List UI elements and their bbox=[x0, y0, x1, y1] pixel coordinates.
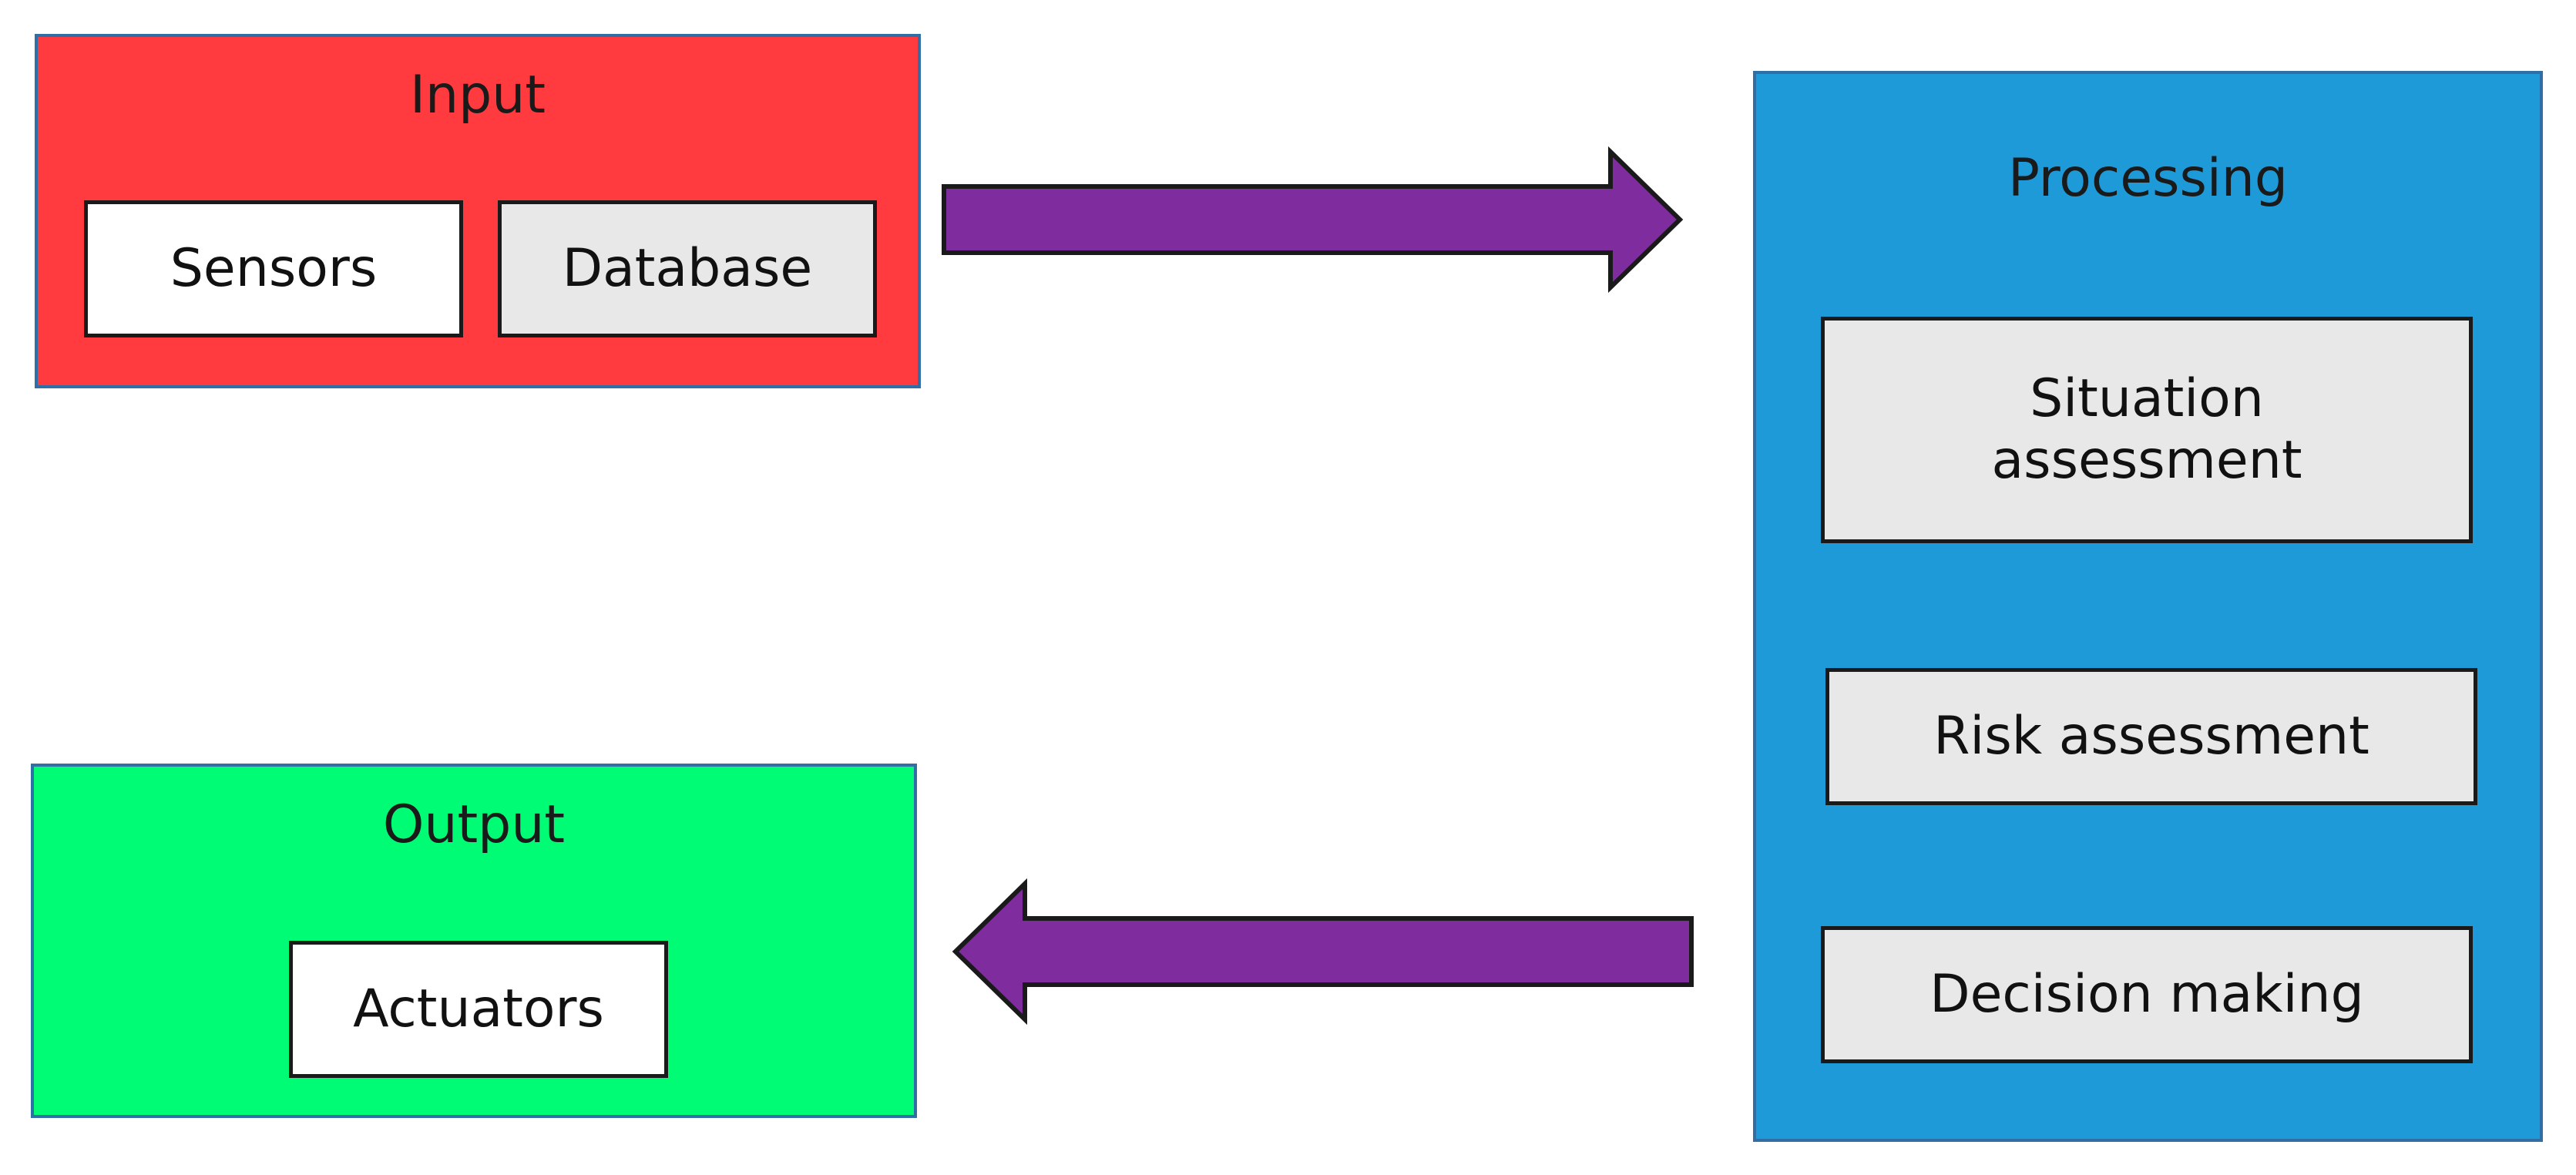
actuators-node: Actuators bbox=[289, 941, 668, 1078]
decision-making-node: Decision making bbox=[1821, 926, 2473, 1063]
output-panel-title: Output bbox=[382, 794, 566, 855]
sensors-label: Sensors bbox=[170, 237, 378, 299]
processing-panel: Processing Situation assessment Risk ass… bbox=[1753, 71, 2543, 1142]
arrow-left bbox=[952, 878, 1694, 1026]
risk-assessment-node: Risk assessment bbox=[1825, 668, 2477, 805]
input-panel: Input Sensors Database bbox=[35, 34, 921, 388]
actuators-label: Actuators bbox=[353, 978, 604, 1039]
arrow-left-shape bbox=[952, 878, 1694, 1026]
arrow-right-shape bbox=[942, 146, 1684, 294]
input-panel-title: Input bbox=[409, 65, 546, 126]
database-node: Database bbox=[498, 200, 877, 337]
decision-making-label: Decision making bbox=[1929, 963, 2364, 1025]
processing-panel-title: Processing bbox=[2007, 148, 2289, 209]
situation-assessment-node: Situation assessment bbox=[1821, 317, 2473, 543]
database-label: Database bbox=[562, 237, 813, 299]
situation-assessment-label: Situation assessment bbox=[1991, 368, 2302, 491]
arrow-right bbox=[942, 146, 1684, 294]
risk-assessment-label: Risk assessment bbox=[1933, 705, 2369, 767]
sensors-node: Sensors bbox=[84, 200, 463, 337]
output-panel: Output Actuators bbox=[31, 764, 917, 1118]
